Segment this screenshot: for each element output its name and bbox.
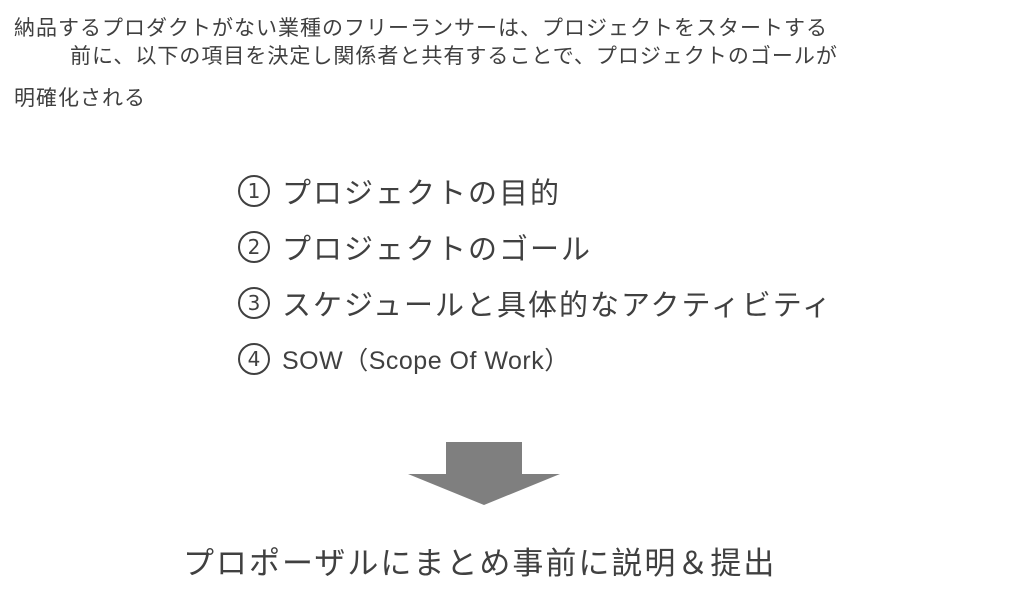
item-number-badge: 4 — [238, 343, 270, 375]
item-text: プロジェクトのゴール — [282, 232, 593, 266]
item-text: プロジェクトの目的 — [282, 176, 562, 210]
down-arrow-icon — [408, 442, 560, 505]
conclusion-text: プロポーザルにまとめ事前に説明＆提出 — [183, 546, 777, 582]
intro-line-2: 前に、以下の項目を決定し関係者と共有することで、プロジェクトのゴールが — [70, 44, 838, 68]
list-item: 4 SOW（Scope Of Work） — [238, 331, 938, 387]
list-item: 3 スケジュールと具体的なアクティビティ — [238, 275, 938, 331]
item-number-badge: 2 — [238, 231, 270, 263]
item-list: 1 プロジェクトの目的 2 プロジェクトのゴール 3 スケジュールと具体的なアク… — [238, 163, 938, 387]
intro-paragraph: 納品するプロダクトがない業種のフリーランサーは、プロジェクトをスタートする 前に… — [14, 14, 1004, 112]
list-item: 1 プロジェクトの目的 — [238, 163, 938, 219]
list-item: 2 プロジェクトのゴール — [238, 219, 938, 275]
item-text: SOW（Scope Of Work） — [282, 347, 570, 375]
down-arrow-shape — [408, 442, 560, 505]
item-number-badge: 1 — [238, 175, 270, 207]
intro-line-3: 明確化される — [14, 86, 146, 110]
item-text: スケジュールと具体的なアクティビティ — [282, 288, 834, 322]
item-number-badge: 3 — [238, 287, 270, 319]
intro-line-1: 納品するプロダクトがない業種のフリーランサーは、プロジェクトをスタートする — [14, 16, 828, 40]
